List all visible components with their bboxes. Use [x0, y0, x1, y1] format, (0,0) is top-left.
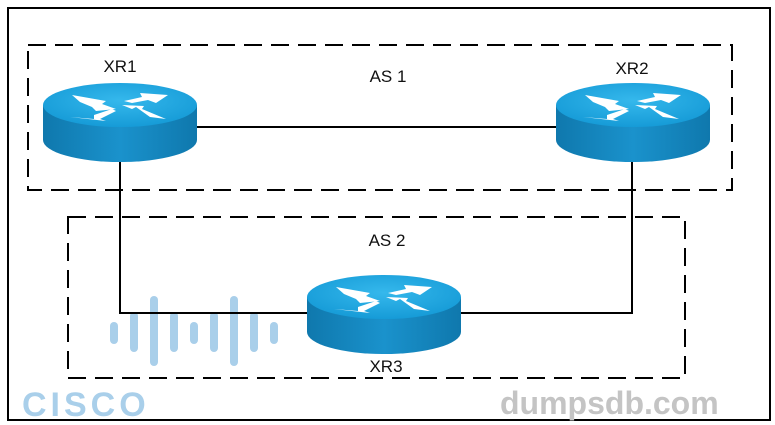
cisco-logo-bars [110, 296, 278, 366]
router-xr2[interactable] [556, 83, 710, 162]
router-label-xr3: XR3 [369, 357, 402, 376]
router-xr3[interactable] [307, 275, 461, 354]
site-watermark: dumpsdb.com [500, 385, 719, 421]
as2-boundary [67, 216, 686, 379]
area-label-as2: AS 2 [369, 231, 406, 250]
router-label-xr1: XR1 [103, 57, 136, 76]
area-label-as1: AS 1 [370, 67, 407, 86]
link-xr1-xr3 [119, 160, 307, 314]
link-xr2-xr3 [460, 162, 633, 314]
cisco-logo-watermark: CISCO [22, 386, 150, 424]
as1-boundary [27, 44, 733, 191]
router-label-xr2: XR2 [615, 59, 648, 78]
router-xr1[interactable] [43, 83, 197, 162]
outer-frame [7, 7, 771, 421]
